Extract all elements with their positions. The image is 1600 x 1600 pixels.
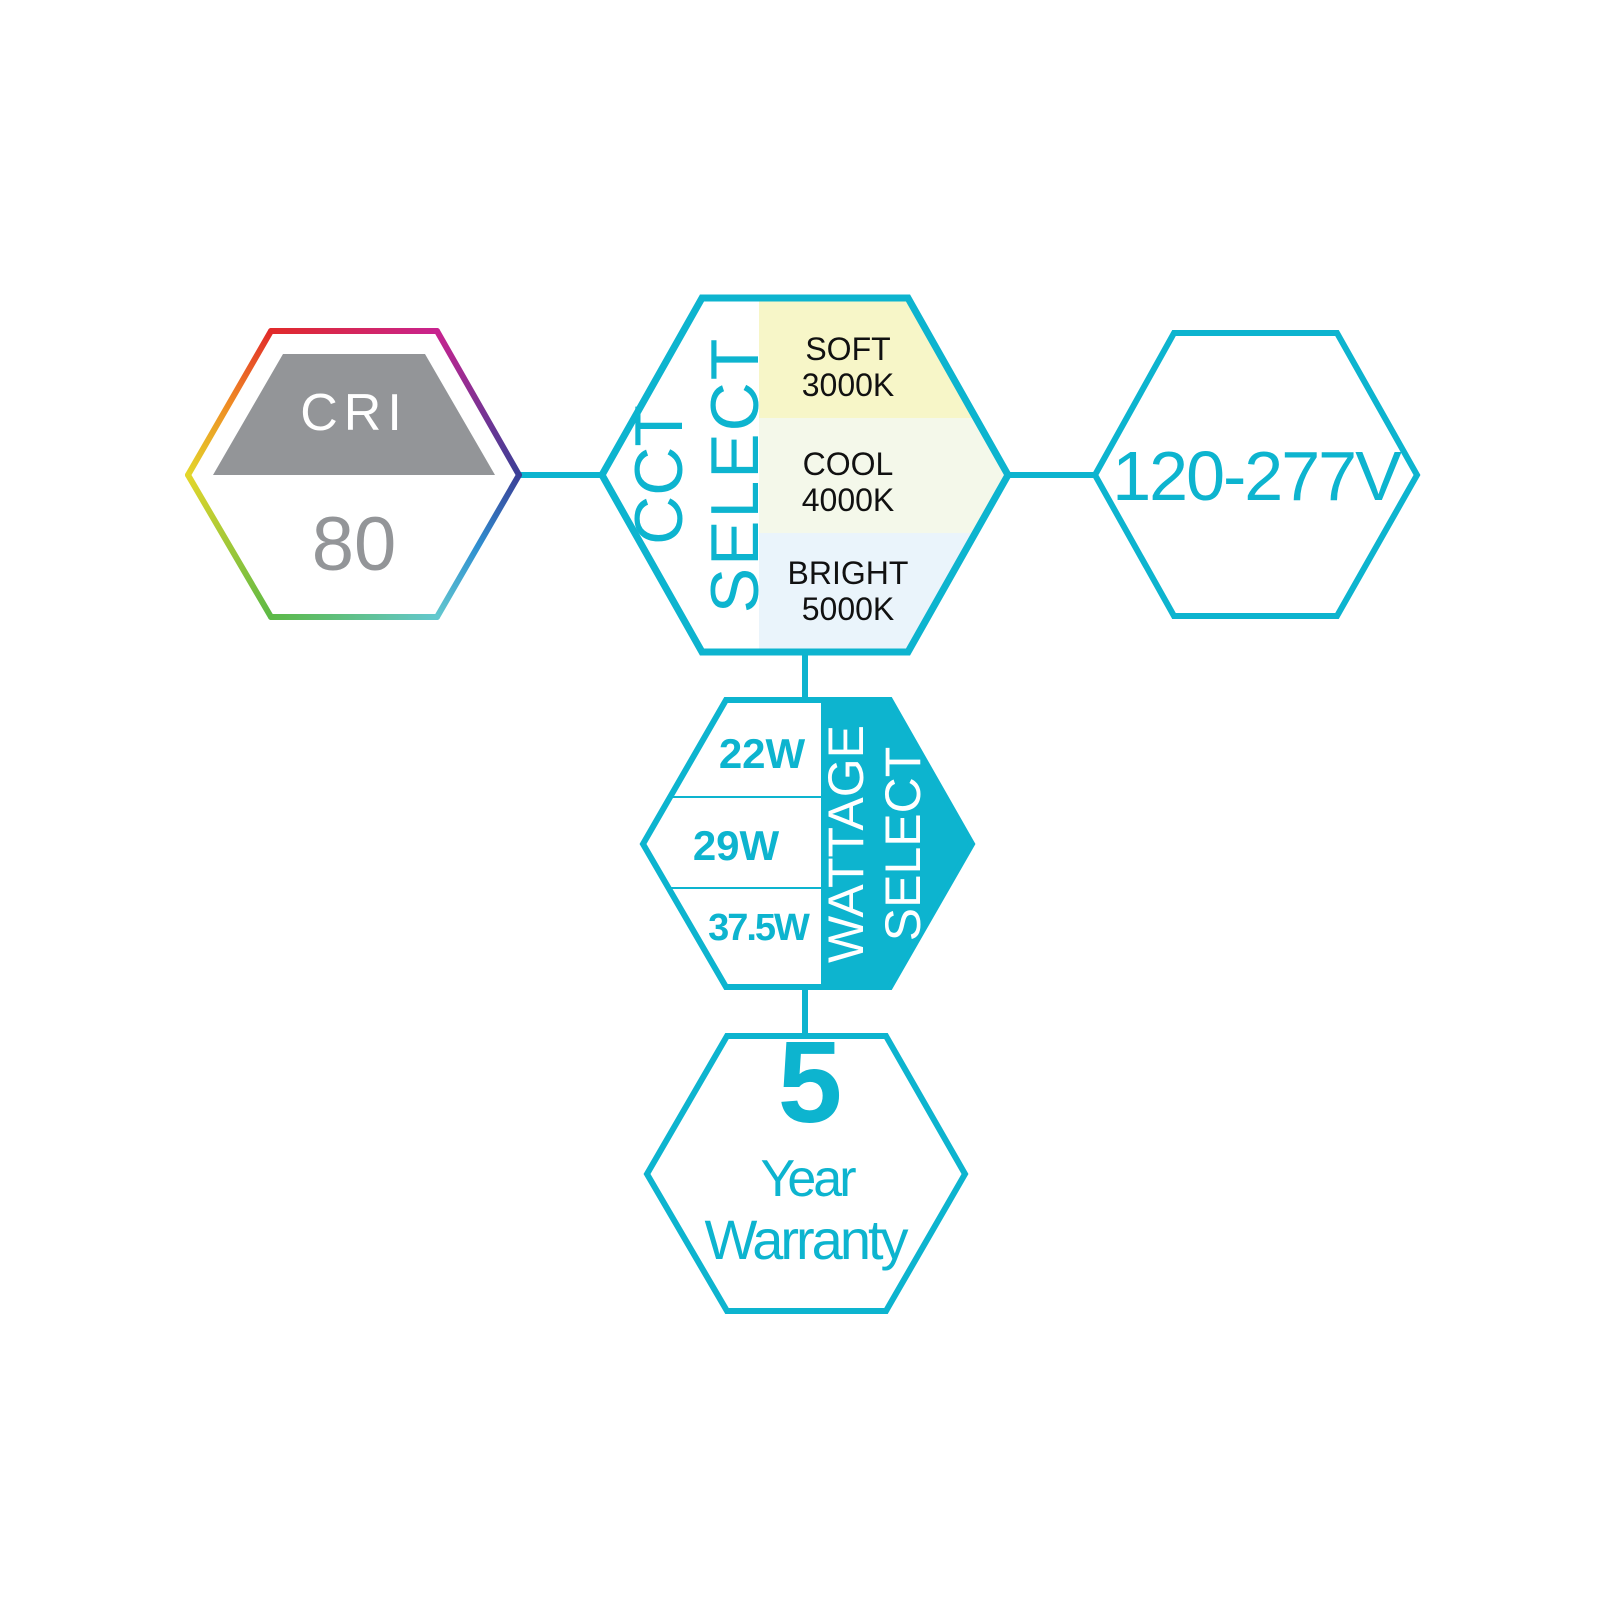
voltage-hexagon: 120-277V (1091, 330, 1421, 619)
voltage-label: 120-277V (1112, 437, 1402, 515)
svg-text:4000K: 4000K (802, 482, 895, 518)
svg-text:SOFT: SOFT (805, 331, 890, 367)
cri-label: CRI (300, 384, 408, 442)
svg-text:COOL: COOL (803, 446, 894, 482)
connectors (519, 472, 1095, 1036)
wattage-option-22w: 22W (719, 730, 806, 777)
cct-option-cool: COOL 4000K (802, 446, 895, 518)
cct-option-bright: BRIGHT 5000K (788, 555, 909, 627)
wattage-hexagon: 22W 29W 37.5W WATTAGE SELECT (639, 697, 976, 990)
wattage-title-line1: WATTAGE (818, 725, 874, 963)
wattage-option-29w: 29W (693, 822, 780, 869)
cri-label-banner (213, 354, 495, 475)
wattage-title-line2: SELECT (875, 747, 931, 942)
svg-text:3000K: 3000K (802, 367, 895, 403)
cct-title-line1: CCT (621, 405, 697, 545)
cri-value: 80 (312, 502, 397, 587)
wattage-option-37-5w: 37.5W (708, 907, 810, 949)
svg-text:BRIGHT: BRIGHT (788, 555, 909, 591)
cct-title-line2: SELECT (697, 337, 773, 614)
warranty-hexagon: 5 Year Warranty (643, 1017, 969, 1314)
svg-text:5000K: 5000K (802, 591, 895, 627)
warranty-years: 5 (778, 1017, 843, 1147)
cct-option-soft: SOFT 3000K (802, 331, 895, 403)
cct-hexagon: CCT SELECT SOFT 3000K COOL 4000K BRIGHT … (597, 294, 1013, 656)
cct-cool-band (759, 418, 1008, 533)
warranty-line2: Warranty (704, 1208, 908, 1271)
warranty-line1: Year (760, 1150, 856, 1208)
cri-hexagon: CRI 80 (185, 328, 522, 620)
